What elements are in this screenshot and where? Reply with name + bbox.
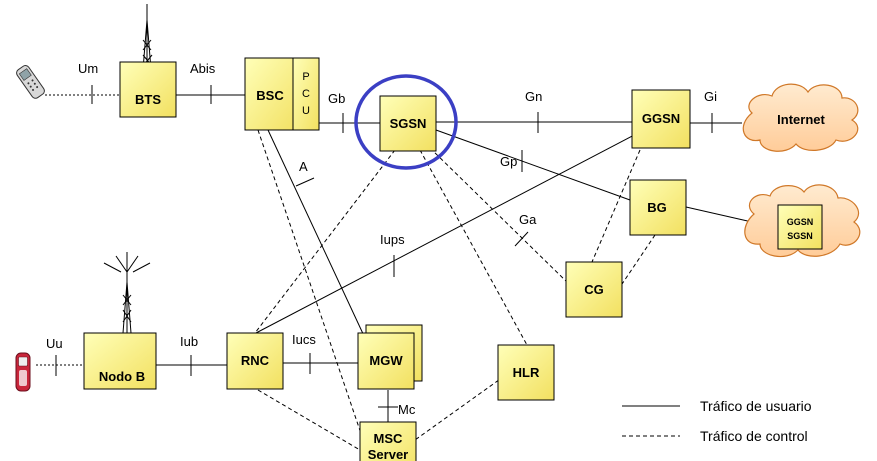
link-sgsn-bg (435, 129, 631, 201)
link-sgsn-rnc (254, 149, 396, 334)
node-bts: BTS (119, 61, 177, 118)
iface-gb: Gb (328, 91, 345, 106)
legend: Tráfico de usuario Tráfico de control (622, 398, 812, 444)
sgsn-highlight-ring (354, 74, 458, 170)
iface-um: Um (78, 61, 98, 76)
link-bsc-msc (257, 129, 371, 461)
link-rnc-msc (257, 389, 361, 451)
node-msc-label-1: MSC (374, 431, 404, 446)
iface-uu: Uu (46, 336, 63, 351)
node-pcu: P C U (292, 57, 320, 131)
node-bg: BG (629, 179, 687, 236)
node-nodo-b-label: Nodo B (99, 369, 145, 384)
ext-sgsn-label: SGSN (787, 231, 813, 241)
pcu-label-u: U (302, 105, 310, 117)
node-sgsn-label: SGSN (390, 116, 427, 131)
node-rnc-label: RNC (241, 353, 270, 368)
legend-user-traffic: Tráfico de usuario (700, 398, 812, 414)
mobile-phone-icon (16, 65, 45, 99)
node-hlr-label: HLR (513, 365, 540, 380)
link-rnc-ggsn (255, 131, 641, 334)
node-ggsn-label: GGSN (642, 111, 680, 126)
iface-iucs: Iucs (292, 332, 316, 347)
node-bg-label: BG (647, 200, 667, 215)
iface-iub: Iub (180, 334, 198, 349)
link-ggsn-cg (591, 149, 641, 263)
node-ggsn: GGSN (631, 89, 691, 149)
external-network-cloud: GGSN SGSN (744, 184, 861, 258)
user-traffic-links (36, 94, 753, 422)
node-bsc: BSC (244, 57, 302, 131)
control-traffic-links (254, 129, 656, 461)
ext-ggsn-label: GGSN (787, 217, 814, 227)
node-nodo-b: Nodo B (83, 332, 157, 390)
pcu-label-c: C (302, 88, 310, 100)
node-cg: CG (565, 261, 623, 318)
iface-ga: Ga (519, 212, 537, 227)
iface-a: A (299, 159, 308, 174)
node-bsc-label: BSC (256, 88, 284, 103)
iface-iups: Iups (380, 232, 405, 247)
node-sgsn: SGSN (379, 95, 437, 152)
internet-label: Internet (777, 112, 825, 127)
link-sgsn-hlr (419, 149, 528, 346)
interface-labels: Um Abis Gb Gn Gi Gp A Ga Iups Uu Iub Iuc… (46, 61, 717, 417)
link-sgsn-cg (429, 147, 571, 286)
iface-gp: Gp (500, 154, 517, 169)
node-msc-label-2: Server (368, 447, 408, 461)
link-bg-extnet (685, 206, 753, 223)
pcu-label-p: P (302, 71, 309, 83)
nodob-antenna-icon (103, 252, 151, 334)
iface-gi: Gi (704, 89, 717, 104)
internet-cloud: Internet (742, 83, 859, 152)
node-hlr: HLR (497, 344, 555, 401)
node-mgw: MGW (357, 324, 423, 390)
iface-gn: Gn (525, 89, 542, 104)
iface-mc: Mc (398, 402, 416, 417)
link-bg-cg (617, 234, 656, 291)
node-mgw-label: MGW (369, 353, 403, 368)
iface-abis: Abis (190, 61, 216, 76)
link-hlr-msc (414, 371, 511, 441)
node-bts-label: BTS (135, 92, 161, 107)
interface-ticks (55, 85, 713, 408)
legend-control-traffic: Tráfico de control (700, 428, 808, 444)
node-rnc: RNC (226, 332, 284, 390)
ue-phone-icon (15, 352, 31, 392)
node-msc-server: MSC Server (359, 421, 417, 461)
link-bsc-mgw (267, 129, 366, 339)
node-cg-label: CG (584, 282, 604, 297)
